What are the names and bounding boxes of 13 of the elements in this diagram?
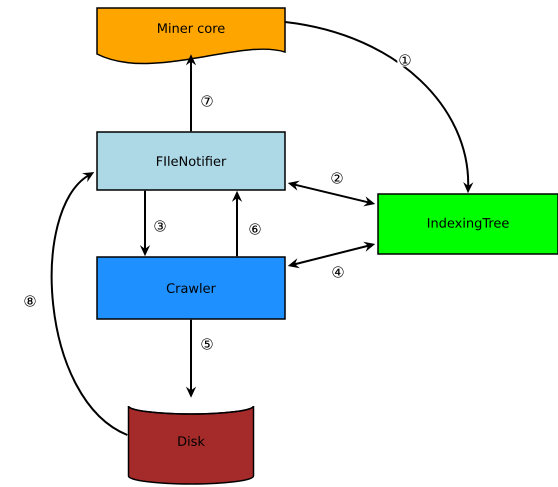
edge-label: ⑦ [199,94,215,108]
edge-label: ① [397,53,413,67]
database-cylinder: Disk [128,405,254,485]
process-box: Crawler [96,256,286,320]
process-box: FIleNotifier [96,131,286,191]
arrow [50,172,128,436]
edge-label: ⑥ [247,222,263,236]
edge-label: ④ [330,265,346,279]
edge-label: ③ [152,219,168,233]
edge-label: ② [329,171,345,185]
process-box: IndexingTree [377,193,558,255]
edge-label: ⑤ [199,337,215,351]
edge-label: ⑧ [22,294,38,308]
